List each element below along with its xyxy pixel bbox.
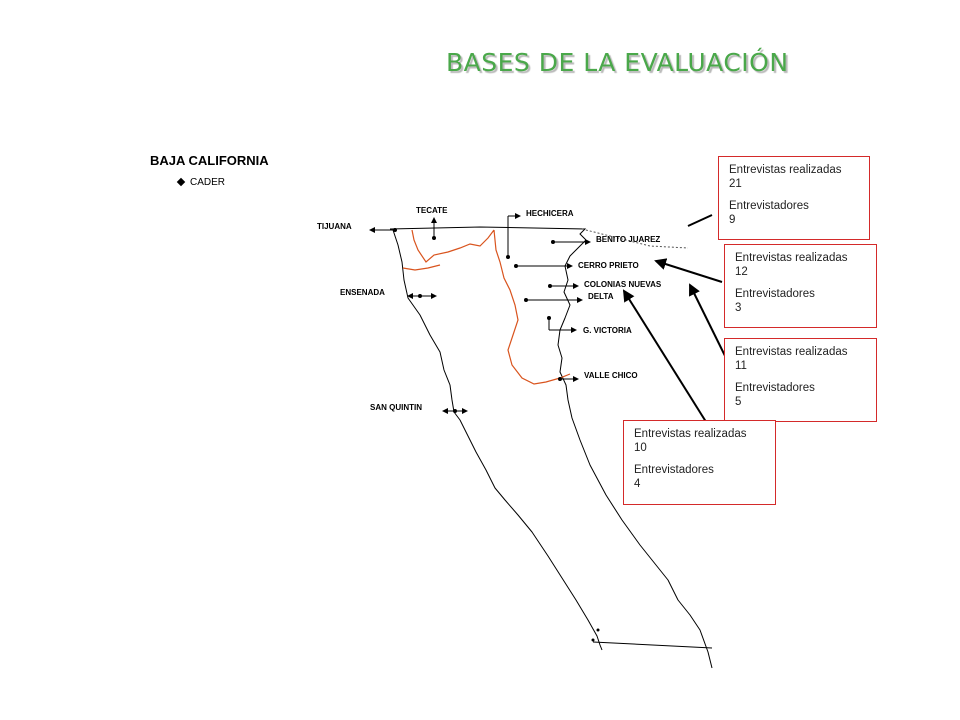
place-valle-chico: VALLE CHICO bbox=[558, 371, 638, 382]
northern-border bbox=[389, 226, 587, 241]
place-label: HECHICERA bbox=[526, 209, 574, 218]
interviewers-value: 9 bbox=[729, 214, 736, 226]
place-tijuana: TIJUANA bbox=[317, 222, 397, 233]
place-label: TECATE bbox=[416, 206, 448, 215]
interviews-label: Entrevistas realizadas bbox=[729, 164, 842, 176]
legend-title: BAJA CALIFORNIA bbox=[150, 153, 269, 168]
place-cerro-prieto: CERRO PRIETO bbox=[514, 261, 639, 270]
state-border bbox=[592, 641, 713, 649]
legend-item: CADER bbox=[176, 177, 226, 188]
place-hechicera: HECHICERA bbox=[506, 209, 574, 259]
interviews-value: 12 bbox=[735, 266, 748, 278]
info-box-2: Entrevistas realizadas 12 Entrevistadore… bbox=[724, 244, 877, 328]
place-delta: DELTA bbox=[524, 292, 614, 303]
place-label: TIJUANA bbox=[317, 222, 352, 231]
place-tecate: TECATE bbox=[416, 206, 448, 240]
info-box-4: Entrevistas realizadas 10 Entrevistadore… bbox=[623, 420, 776, 505]
place-colonias-nuevas: COLONIAS NUEVAS bbox=[548, 280, 662, 289]
place-label: G. VICTORIA bbox=[583, 326, 632, 335]
interviews-label: Entrevistas realizadas bbox=[735, 252, 848, 264]
interviews-value: 10 bbox=[634, 442, 647, 454]
place-san-quintin: SAN QUINTIN bbox=[370, 403, 468, 414]
interviewers-value: 4 bbox=[634, 478, 641, 490]
info-box-1: Entrevistas realizadas 21 Entrevistadore… bbox=[718, 156, 870, 240]
place-ensenada: ENSENADA bbox=[340, 288, 437, 299]
interviewers-label: Entrevistadores bbox=[634, 464, 714, 476]
interviews-value: 21 bbox=[729, 178, 742, 190]
place-label: COLONIAS NUEVAS bbox=[584, 280, 662, 289]
interviews-label: Entrevistas realizadas bbox=[634, 428, 747, 440]
island bbox=[596, 628, 600, 632]
place-label: CERRO PRIETO bbox=[578, 261, 639, 270]
interviewers-label: Entrevistadores bbox=[729, 200, 809, 212]
island bbox=[591, 638, 595, 642]
page-title: BASES DE LA EVALUACIÓN bbox=[446, 48, 789, 77]
interviewers-value: 5 bbox=[735, 396, 742, 408]
place-label: DELTA bbox=[588, 292, 614, 301]
municipal-border bbox=[402, 229, 571, 385]
place-g-victoria: G. VICTORIA bbox=[547, 316, 632, 335]
interviews-label: Entrevistas realizadas bbox=[735, 346, 848, 358]
place-label: VALLE CHICO bbox=[584, 371, 638, 380]
legend-item-label: CADER bbox=[190, 177, 226, 188]
interviewers-label: Entrevistadores bbox=[735, 382, 815, 394]
pointer-arrow-box4 bbox=[622, 289, 709, 426]
pointer-arrow-box1 bbox=[687, 214, 713, 227]
interviewers-value: 3 bbox=[735, 302, 742, 314]
info-box-3: Entrevistas realizadas 11 Entrevistadore… bbox=[724, 338, 877, 422]
peninsula-outline bbox=[392, 229, 713, 669]
place-label: SAN QUINTIN bbox=[370, 403, 422, 412]
place-label: ENSENADA bbox=[340, 288, 385, 297]
pointer-arrow-box2 bbox=[654, 258, 723, 283]
interviews-value: 11 bbox=[735, 360, 747, 372]
interviewers-label: Entrevistadores bbox=[735, 288, 815, 300]
place-benito-juarez: BENITO JUAREZ bbox=[551, 235, 660, 245]
place-label: BENITO JUAREZ bbox=[596, 235, 660, 244]
